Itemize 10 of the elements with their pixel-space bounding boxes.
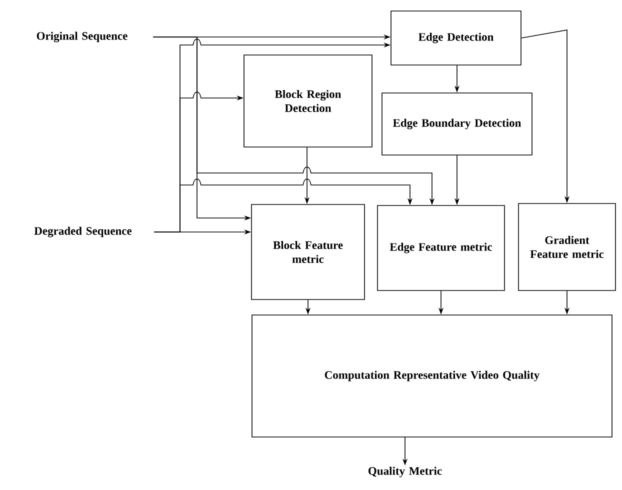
process-box: Computation Representative Video Quality [252, 314, 612, 438]
process-box: Block Feature metric [251, 204, 365, 300]
signal-label: Original Sequence [36, 32, 128, 42]
process-box: Block Region Detection [244, 54, 372, 148]
process-box: Edge Detection [390, 10, 522, 66]
process-box: Edge Feature metric [377, 205, 505, 291]
process-box: Gradient Feature metric [518, 203, 616, 291]
signal-label: Degraded Sequence [34, 226, 132, 238]
process-box: Edge Boundary Detection [382, 92, 532, 156]
signal-label: Quality Metric [368, 466, 442, 478]
